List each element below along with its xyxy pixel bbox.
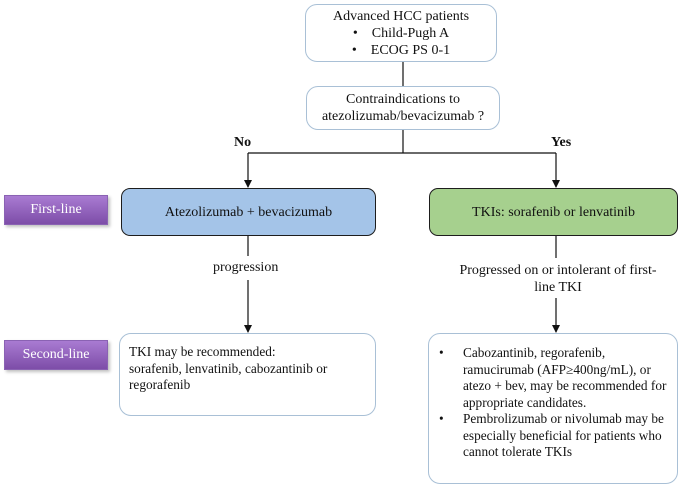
first-line-no-text: Atezolizumab + bevacizumab <box>164 204 333 220</box>
second-line-no-line2: sorafenib, lenvatinib, cabozantinib or r… <box>129 360 328 393</box>
progression-label-no: progression <box>211 260 281 276</box>
progression-label-yes: Progressed on or intolerant of first-lin… <box>458 262 658 296</box>
first-line-no-box: Atezolizumab + bevacizumab <box>121 188 376 236</box>
second-line-yes-item: Pembrolizumab or nivolumab may be especi… <box>437 411 669 461</box>
second-line-yes-item: Cabozantinib, regorafenib, ramucirumab (… <box>437 345 669 411</box>
second-line-yes-list: Cabozantinib, regorafenib, ramucirumab (… <box>437 345 669 461</box>
decision-question-line1: Contraindications to <box>346 92 460 107</box>
root-criterion: • ECOG PS 0-1 <box>351 42 451 58</box>
second-line-tab: Second-line <box>4 340 108 370</box>
first-line-tab: First-line <box>4 195 108 225</box>
branch-label-no: No <box>234 135 252 150</box>
second-line-no-line1: TKI may be recommended: <box>129 344 276 359</box>
root-node-title: Advanced HCC patients <box>332 8 470 24</box>
root-node-criteria: • Child-Pugh A • ECOG PS 0-1 <box>352 25 450 59</box>
first-line-yes-text: TKIs: sorafenib or lenvatinib <box>472 204 635 220</box>
root-node-box: Advanced HCC patients • Child-Pugh A • E… <box>305 4 497 62</box>
second-line-no-box: TKI may be recommended: sorafenib, lenva… <box>119 333 376 416</box>
decision-question-box: Contraindications to atezolizumab/bevaci… <box>306 86 500 130</box>
branch-label-yes: Yes <box>551 135 572 150</box>
first-line-yes-box: TKIs: sorafenib or lenvatinib <box>429 188 678 236</box>
decision-question-line2: atezolizumab/bevacizumab ? <box>321 109 485 124</box>
root-criterion: • Child-Pugh A <box>352 25 450 41</box>
second-line-yes-box: Cabozantinib, regorafenib, ramucirumab (… <box>428 333 678 484</box>
